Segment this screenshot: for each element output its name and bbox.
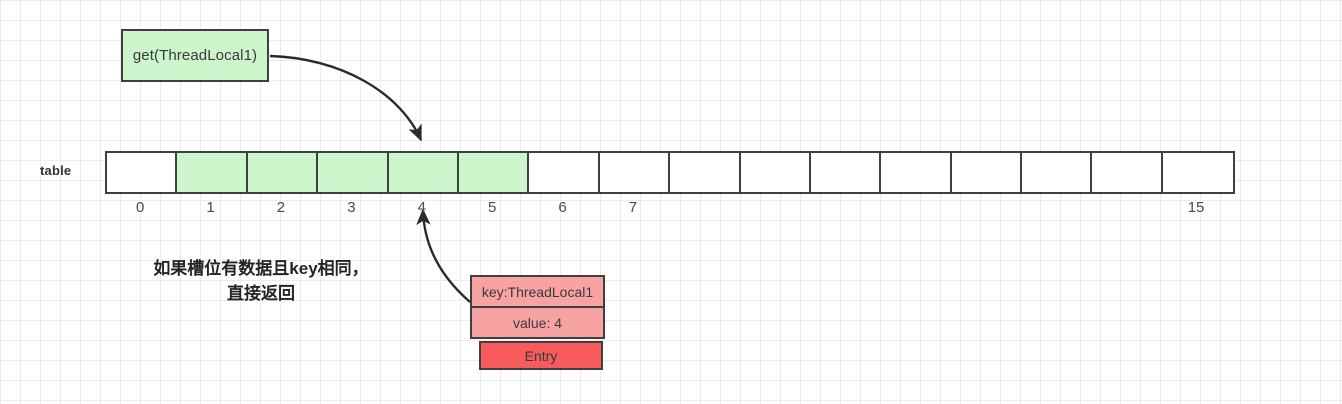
table-cell-3[interactable] — [318, 153, 389, 192]
entry-value-field[interactable]: value: 4 — [470, 306, 605, 339]
index-label-7: 7 — [628, 199, 638, 216]
note-line-1: 如果槽位有数据且key相同， — [153, 259, 369, 278]
table-label: table — [40, 163, 72, 178]
table-index-labels: 0 1 2 3 4 5 6 7 15 — [105, 199, 1231, 221]
table-cell-4[interactable] — [388, 153, 459, 192]
table-cell-11[interactable] — [881, 153, 952, 192]
index-label-13 — [1020, 199, 1090, 221]
table-cell-12[interactable] — [951, 153, 1023, 192]
entry-key-label: key:ThreadLocal1 — [481, 283, 594, 300]
table-cell-6[interactable] — [529, 153, 600, 192]
entry-type-banner[interactable]: Entry — [479, 341, 603, 370]
index-label-4: 4 — [417, 199, 426, 216]
table-cell-2[interactable] — [247, 153, 319, 192]
index-label-8 — [668, 199, 738, 221]
index-label-14 — [1090, 199, 1160, 221]
table-cell-0[interactable] — [107, 153, 178, 192]
index-label-6: 6 — [558, 199, 567, 216]
table-cell-10[interactable] — [810, 153, 882, 192]
table-cell-15[interactable] — [1162, 153, 1234, 192]
index-label-10 — [809, 199, 879, 221]
entry-key-field[interactable]: key:ThreadLocal1 — [470, 275, 605, 308]
index-label-9 — [739, 199, 809, 221]
table-cell-9[interactable] — [740, 153, 811, 192]
index-label-3: 3 — [347, 199, 356, 216]
table-row — [105, 151, 1236, 194]
table-cell-14[interactable] — [1092, 153, 1163, 192]
entry-box: key:ThreadLocal1 value: 4 Entry — [470, 275, 605, 370]
index-label-2: 2 — [276, 199, 286, 216]
table-cell-1[interactable] — [177, 153, 248, 192]
table-cell-7[interactable] — [599, 153, 671, 192]
table-cell-13[interactable] — [1022, 153, 1093, 192]
index-label-5: 5 — [487, 199, 497, 216]
index-label-11 — [879, 199, 949, 221]
note-line-2: 直接返回 — [227, 284, 295, 303]
table-cell-8[interactable] — [670, 153, 741, 192]
entry-type-label: Entry — [524, 347, 558, 364]
note-text: 如果槽位有数据且key相同， 直接返回 — [106, 256, 416, 306]
index-label-15: 15 — [1187, 199, 1205, 216]
table-cell-5[interactable] — [458, 153, 530, 192]
arrow-entry-to-slot — [416, 208, 471, 303]
arrow-call-to-slot — [269, 54, 423, 142]
get-call-box[interactable]: get(ThreadLocal1) — [121, 29, 269, 82]
index-label-1: 1 — [206, 199, 215, 216]
entry-value-label: value: 4 — [512, 314, 563, 331]
get-call-label: get(ThreadLocal1) — [132, 47, 258, 64]
index-label-12 — [950, 199, 1020, 221]
index-label-0: 0 — [136, 199, 145, 216]
